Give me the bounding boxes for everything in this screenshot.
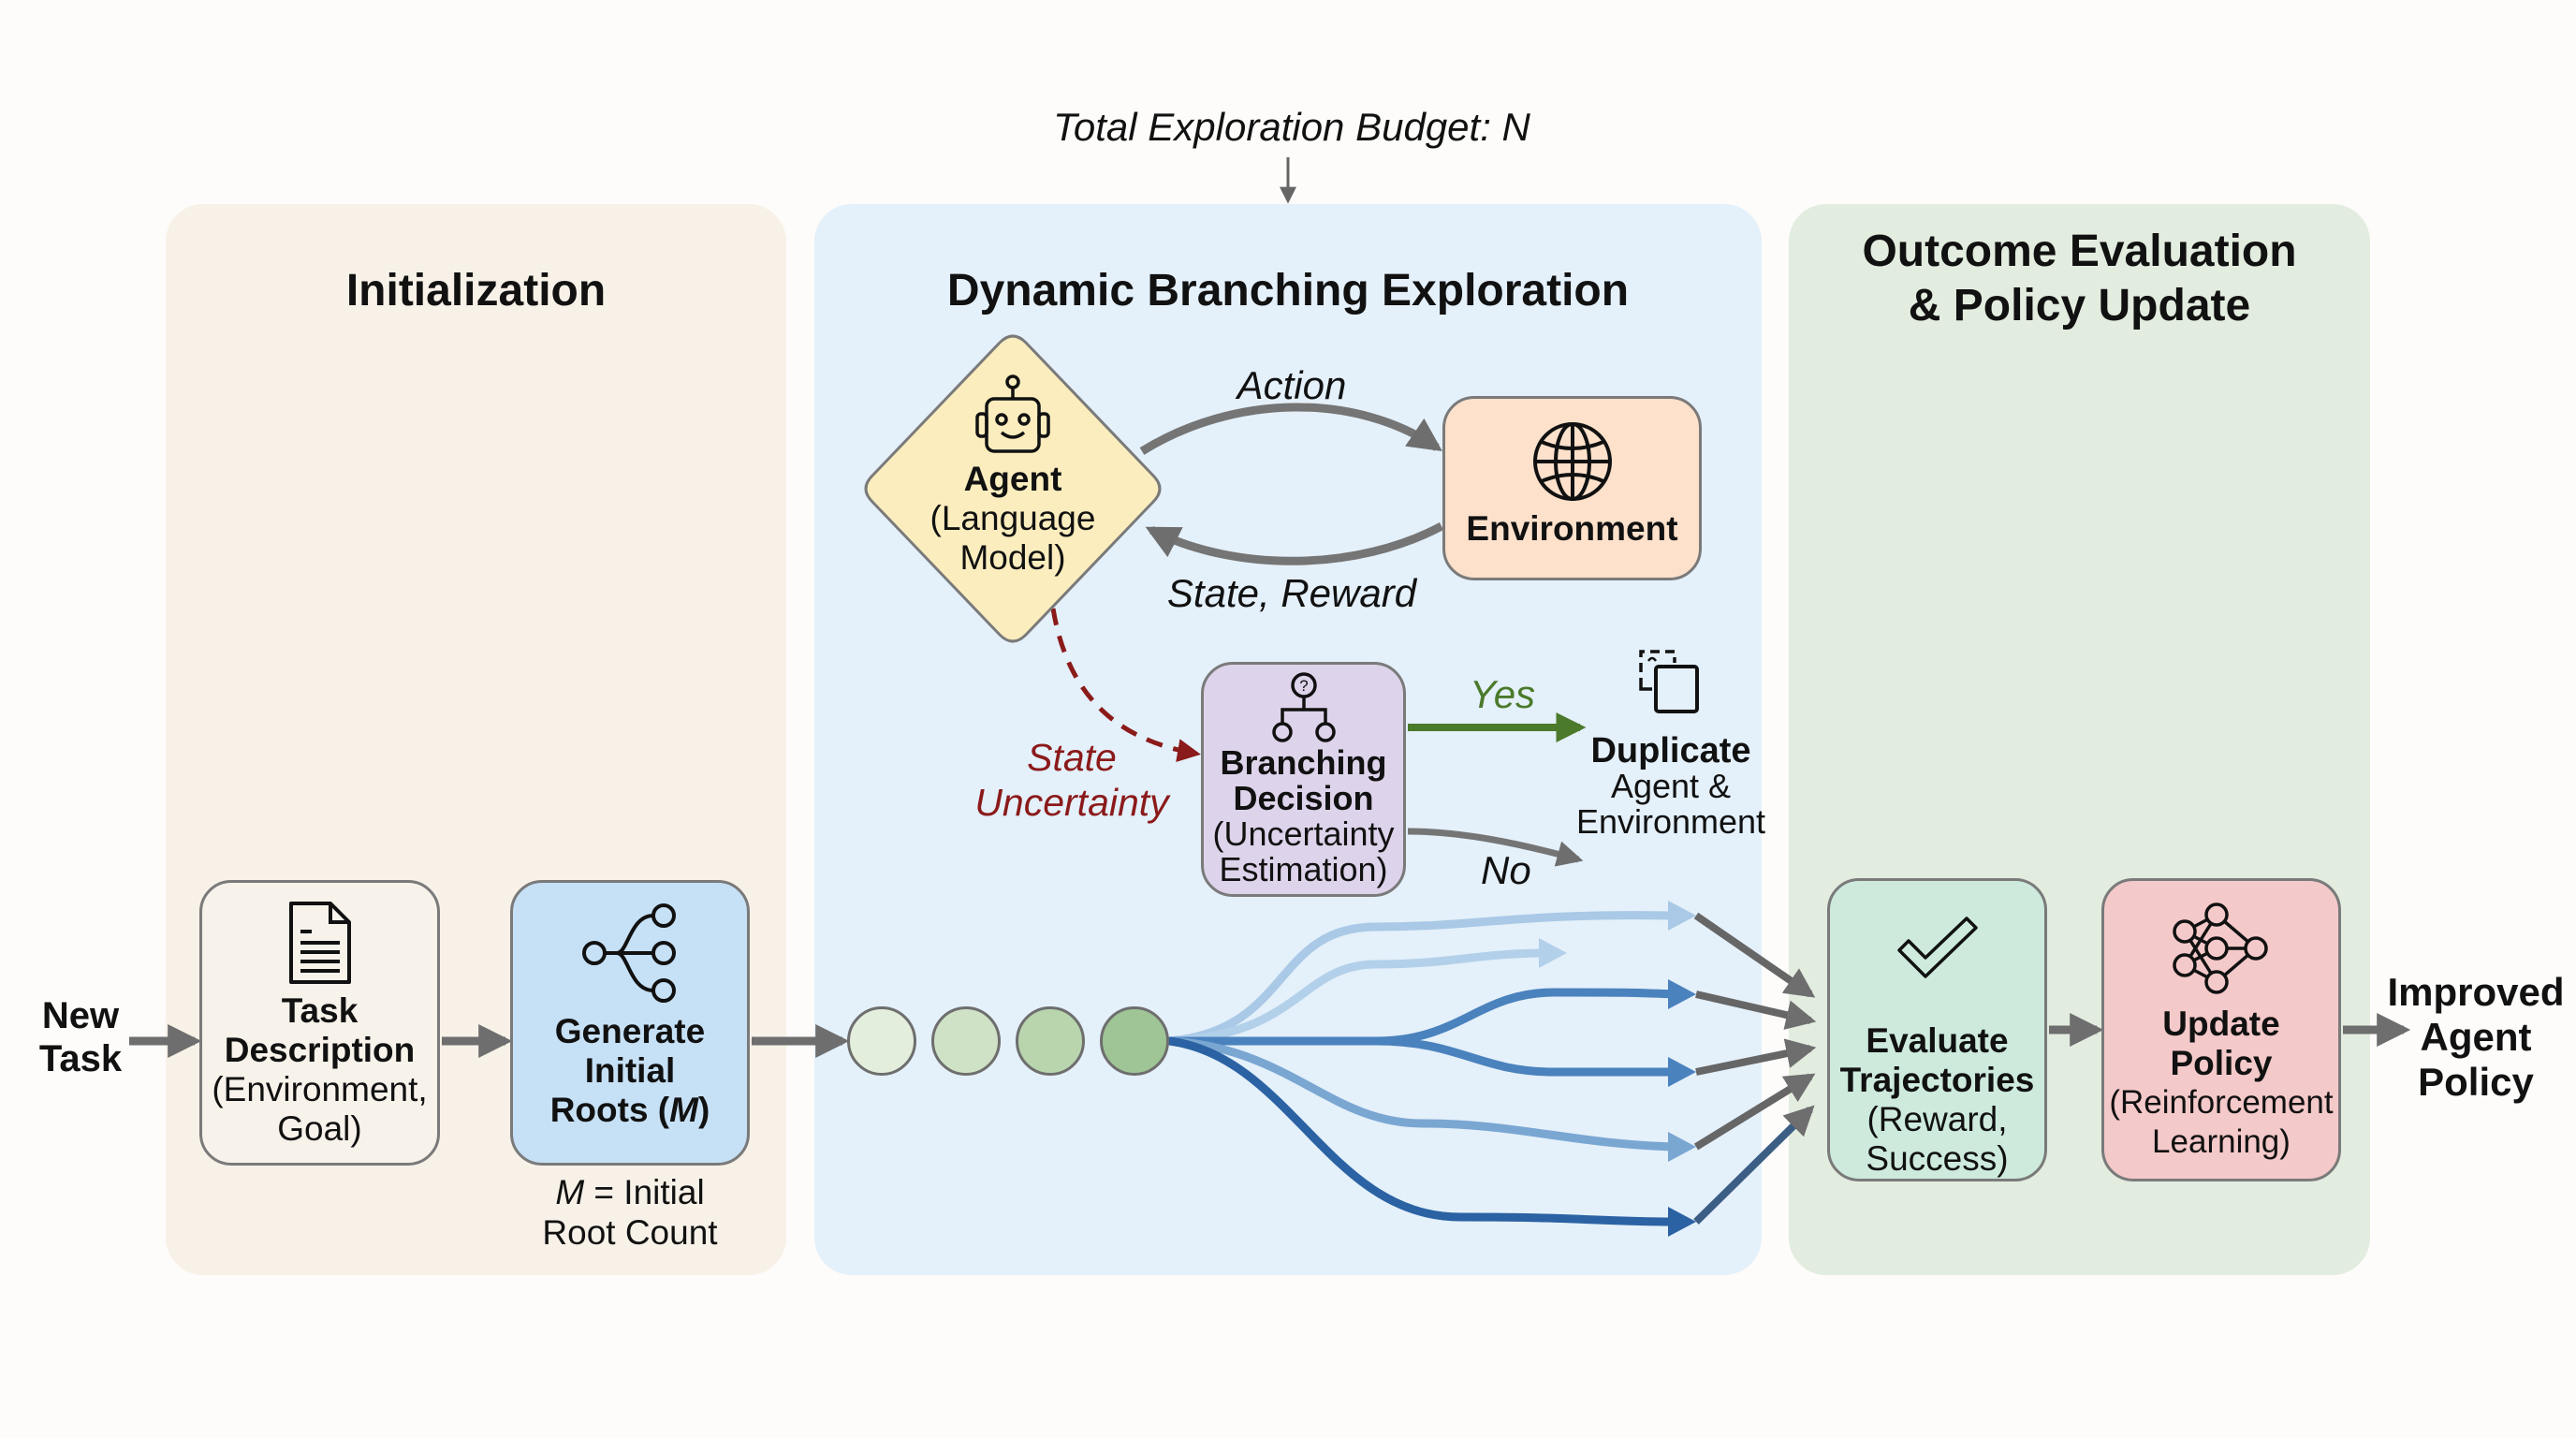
- agent-node[interactable]: Agent (Language Model): [919, 374, 1106, 578]
- roots-title-line2: Initial: [584, 1051, 676, 1090]
- roots-title-suffix: ): [697, 1091, 710, 1129]
- update-policy-box[interactable]: Update Policy (Reinforcement Learning): [2101, 878, 2341, 1181]
- checkmark-icon: [1896, 917, 1978, 978]
- output-line1: Improved: [2387, 970, 2565, 1014]
- new-task-line1: New: [41, 995, 120, 1036]
- update-title-line1: Update: [2162, 1005, 2280, 1043]
- neural-network-icon: [2173, 902, 2268, 994]
- trajectory-branch: [1165, 1036, 1680, 1077]
- duplicate-icon: [1639, 650, 1699, 713]
- exploration-title: Dynamic Branching Exploration: [946, 266, 1630, 315]
- branching-title-line2: Decision: [1233, 779, 1374, 817]
- output-line3: Policy: [2418, 1060, 2534, 1104]
- branching-title-line1: Branching: [1220, 743, 1387, 782]
- update-title-line2: Policy: [2170, 1044, 2273, 1082]
- roots-note-rest: = Initial: [584, 1173, 705, 1211]
- state-reward-label: State, Reward: [1166, 571, 1417, 615]
- converge-arrow: [1695, 990, 1817, 1030]
- root-node: [1016, 1006, 1085, 1076]
- yes-label: Yes: [1470, 672, 1536, 716]
- no-arrow: [1407, 828, 1584, 867]
- roots-title-var: M: [669, 1091, 698, 1129]
- trajectory-branch: [1165, 948, 1551, 1046]
- environment-box[interactable]: Environment: [1442, 396, 1702, 580]
- decision-tree-icon: ?: [1271, 672, 1336, 742]
- roots-title-line3: Roots (M): [550, 1091, 710, 1130]
- agent-title: Agent: [963, 460, 1062, 498]
- roots-note-var: M: [555, 1173, 585, 1211]
- task-description-box[interactable]: Task Description (Environment, Goal): [199, 880, 440, 1166]
- tree-branch-icon: [582, 903, 676, 1003]
- globe-icon: [1532, 422, 1612, 501]
- environment-title: Environment: [1466, 509, 1678, 548]
- roots-title-prefix: Roots (: [549, 1091, 670, 1129]
- task-sub-line2: Goal): [277, 1109, 362, 1148]
- duplicate-line2: Agent &: [1610, 767, 1732, 805]
- branching-sub-line1: (Uncertainty: [1212, 814, 1395, 853]
- trajectory-arrowhead: [1668, 979, 1696, 1009]
- uncertainty-line2: Uncertainty: [974, 781, 1169, 824]
- roots-title-line1: Generate: [554, 1012, 706, 1050]
- trajectory-arrowhead: [1668, 1057, 1696, 1087]
- update-sub-line2: Learning): [2152, 1123, 2291, 1160]
- duplicate-line3: Environment: [1575, 802, 1766, 841]
- trajectory-arrowhead: [1539, 938, 1567, 968]
- improved-policy-label: Improved Agent Policy: [2382, 970, 2569, 1105]
- converge-arrow: [1693, 1105, 1815, 1225]
- state-reward-arrow: [1145, 522, 1444, 565]
- root-node: [1100, 1006, 1169, 1076]
- task-sub-line1: (Environment,: [212, 1070, 428, 1108]
- trajectory-branch: [1165, 1036, 1680, 1226]
- duplicate-node[interactable]: Duplicate Agent & Environment: [1554, 644, 1788, 840]
- root-node: [847, 1006, 916, 1076]
- branching-decision-box[interactable]: ? Branching Decision (Uncertainty Estima…: [1201, 662, 1406, 897]
- evaluate-trajectories-box[interactable]: Evaluate Trajectories (Reward, Success): [1827, 878, 2047, 1181]
- converge-arrow: [1695, 1038, 1817, 1076]
- initialization-title: Initialization: [345, 266, 607, 315]
- budget-label: Total Exploration Budget: N: [1053, 105, 1530, 149]
- update-sub-line1: (Reinforcement: [2109, 1084, 2334, 1121]
- robot-icon: [975, 374, 1050, 453]
- roots-note-line2: Root Count: [542, 1213, 718, 1252]
- trajectory-branch: [1165, 911, 1680, 1046]
- trajectory-arrowhead: [1668, 1132, 1696, 1162]
- evaluate-title-line1: Evaluate: [1866, 1021, 2009, 1060]
- task-title-line1: Task: [281, 991, 359, 1030]
- roots-count-note: M = Initial Root Count: [510, 1172, 750, 1253]
- outcome-title-line2: & Policy Update: [1908, 281, 2251, 330]
- svg-text:?: ?: [1299, 677, 1308, 695]
- agent-sub-line2: Model): [959, 538, 1066, 577]
- no-label: No: [1481, 848, 1531, 892]
- task-title-line2: Description: [224, 1031, 416, 1069]
- trajectory-arrowhead: [1668, 1207, 1696, 1237]
- generate-roots-box[interactable]: Generate Initial Roots (M): [510, 880, 750, 1166]
- trajectory-branch: [1165, 1036, 1680, 1152]
- duplicate-title: Duplicate: [1590, 731, 1751, 770]
- outcome-title-line1: Outcome Evaluation: [1862, 227, 2297, 276]
- agent-sub-line1: (Language: [929, 499, 1096, 537]
- evaluate-sub-line1: (Reward,: [1866, 1100, 2008, 1138]
- evaluate-title-line2: Trajectories: [1839, 1061, 2035, 1099]
- output-line2: Agent: [2420, 1015, 2532, 1059]
- root-node: [931, 1006, 1001, 1076]
- uncertainty-arrow: [1050, 608, 1201, 762]
- roots-note-line1: M = Initial: [510, 1172, 750, 1212]
- new-task-label: New Task: [26, 994, 135, 1080]
- evaluate-sub-line2: Success): [1866, 1139, 2009, 1178]
- trajectory-branch: [1165, 988, 1680, 1046]
- trajectory-arrowhead: [1668, 901, 1696, 931]
- uncertainty-line1: State: [1027, 736, 1117, 779]
- state-uncertainty-label: State Uncertainty: [955, 735, 1189, 825]
- converge-arrow: [1693, 912, 1816, 998]
- action-label: Action: [1237, 363, 1347, 407]
- new-task-line2: Task: [38, 1038, 123, 1079]
- document-icon: [288, 902, 351, 984]
- branching-sub-line2: Estimation): [1219, 850, 1388, 888]
- action-arrow: [1139, 403, 1442, 455]
- outcome-title: Outcome Evaluation & Policy Update: [1789, 225, 2370, 333]
- converge-arrow: [1693, 1073, 1816, 1151]
- trajectory-fan: [1165, 901, 1817, 1237]
